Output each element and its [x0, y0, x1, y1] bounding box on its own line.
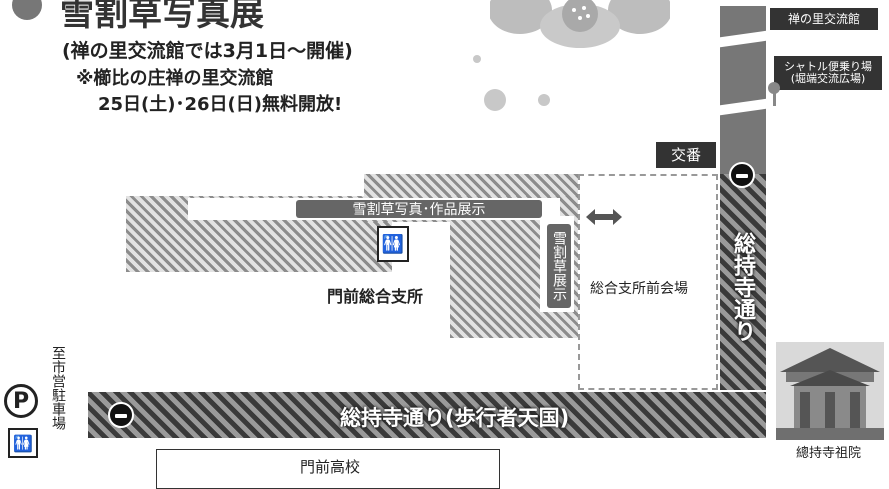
venue-label: 総合支所前会場: [590, 281, 688, 297]
police-box-label: 交番: [656, 142, 716, 168]
exhibit-vertical-label: 雪割草展示: [547, 224, 571, 308]
temple-photo: [776, 342, 884, 440]
note-line-2: 25日(土)･26日(日)無料開放!: [98, 94, 343, 115]
vertical-road: [720, 174, 766, 390]
zen-hall-label: 禅の里交流館: [770, 8, 878, 30]
decor-dot: [473, 55, 481, 63]
restroom-icon: 🚻: [8, 428, 38, 458]
parking-icon: P: [4, 384, 38, 418]
double-arrow-icon: [586, 209, 622, 225]
vertical-road-label: 総持寺通り: [730, 232, 755, 342]
restroom-icon: 🚻: [377, 226, 409, 262]
temple-label: 總持寺祖院: [796, 446, 862, 461]
title-bullet: [12, 0, 42, 20]
decor-dot: [538, 94, 550, 106]
no-entry-icon: [108, 402, 134, 428]
page-title: 雪割草写真展: [60, 0, 264, 34]
shuttle-stop-label: シャトル便乗り場 (堀端交流広場): [774, 56, 882, 90]
horizontal-road: [88, 392, 766, 438]
decor-dot: [484, 89, 506, 111]
shuttle-stop-pole: [773, 92, 776, 106]
note-line-1: ※櫛比の庄禅の里交流館: [76, 68, 274, 89]
school-label: 門前高校: [300, 458, 361, 476]
venue-area: [578, 174, 718, 390]
flower-illustration: [490, 0, 670, 48]
subtitle: (禅の里交流館では3月1日〜開催): [62, 40, 353, 62]
shuttle-stop-icon: [768, 82, 780, 94]
no-entry-icon: [729, 162, 755, 188]
horizontal-road-label: 総持寺通り(歩行者天国): [340, 406, 570, 430]
exhibit-banner: 雪割草写真･作品展示: [296, 200, 542, 218]
branch-office-label: 門前総合支所: [327, 287, 424, 306]
direction-label: 至市営駐車場: [50, 346, 66, 430]
